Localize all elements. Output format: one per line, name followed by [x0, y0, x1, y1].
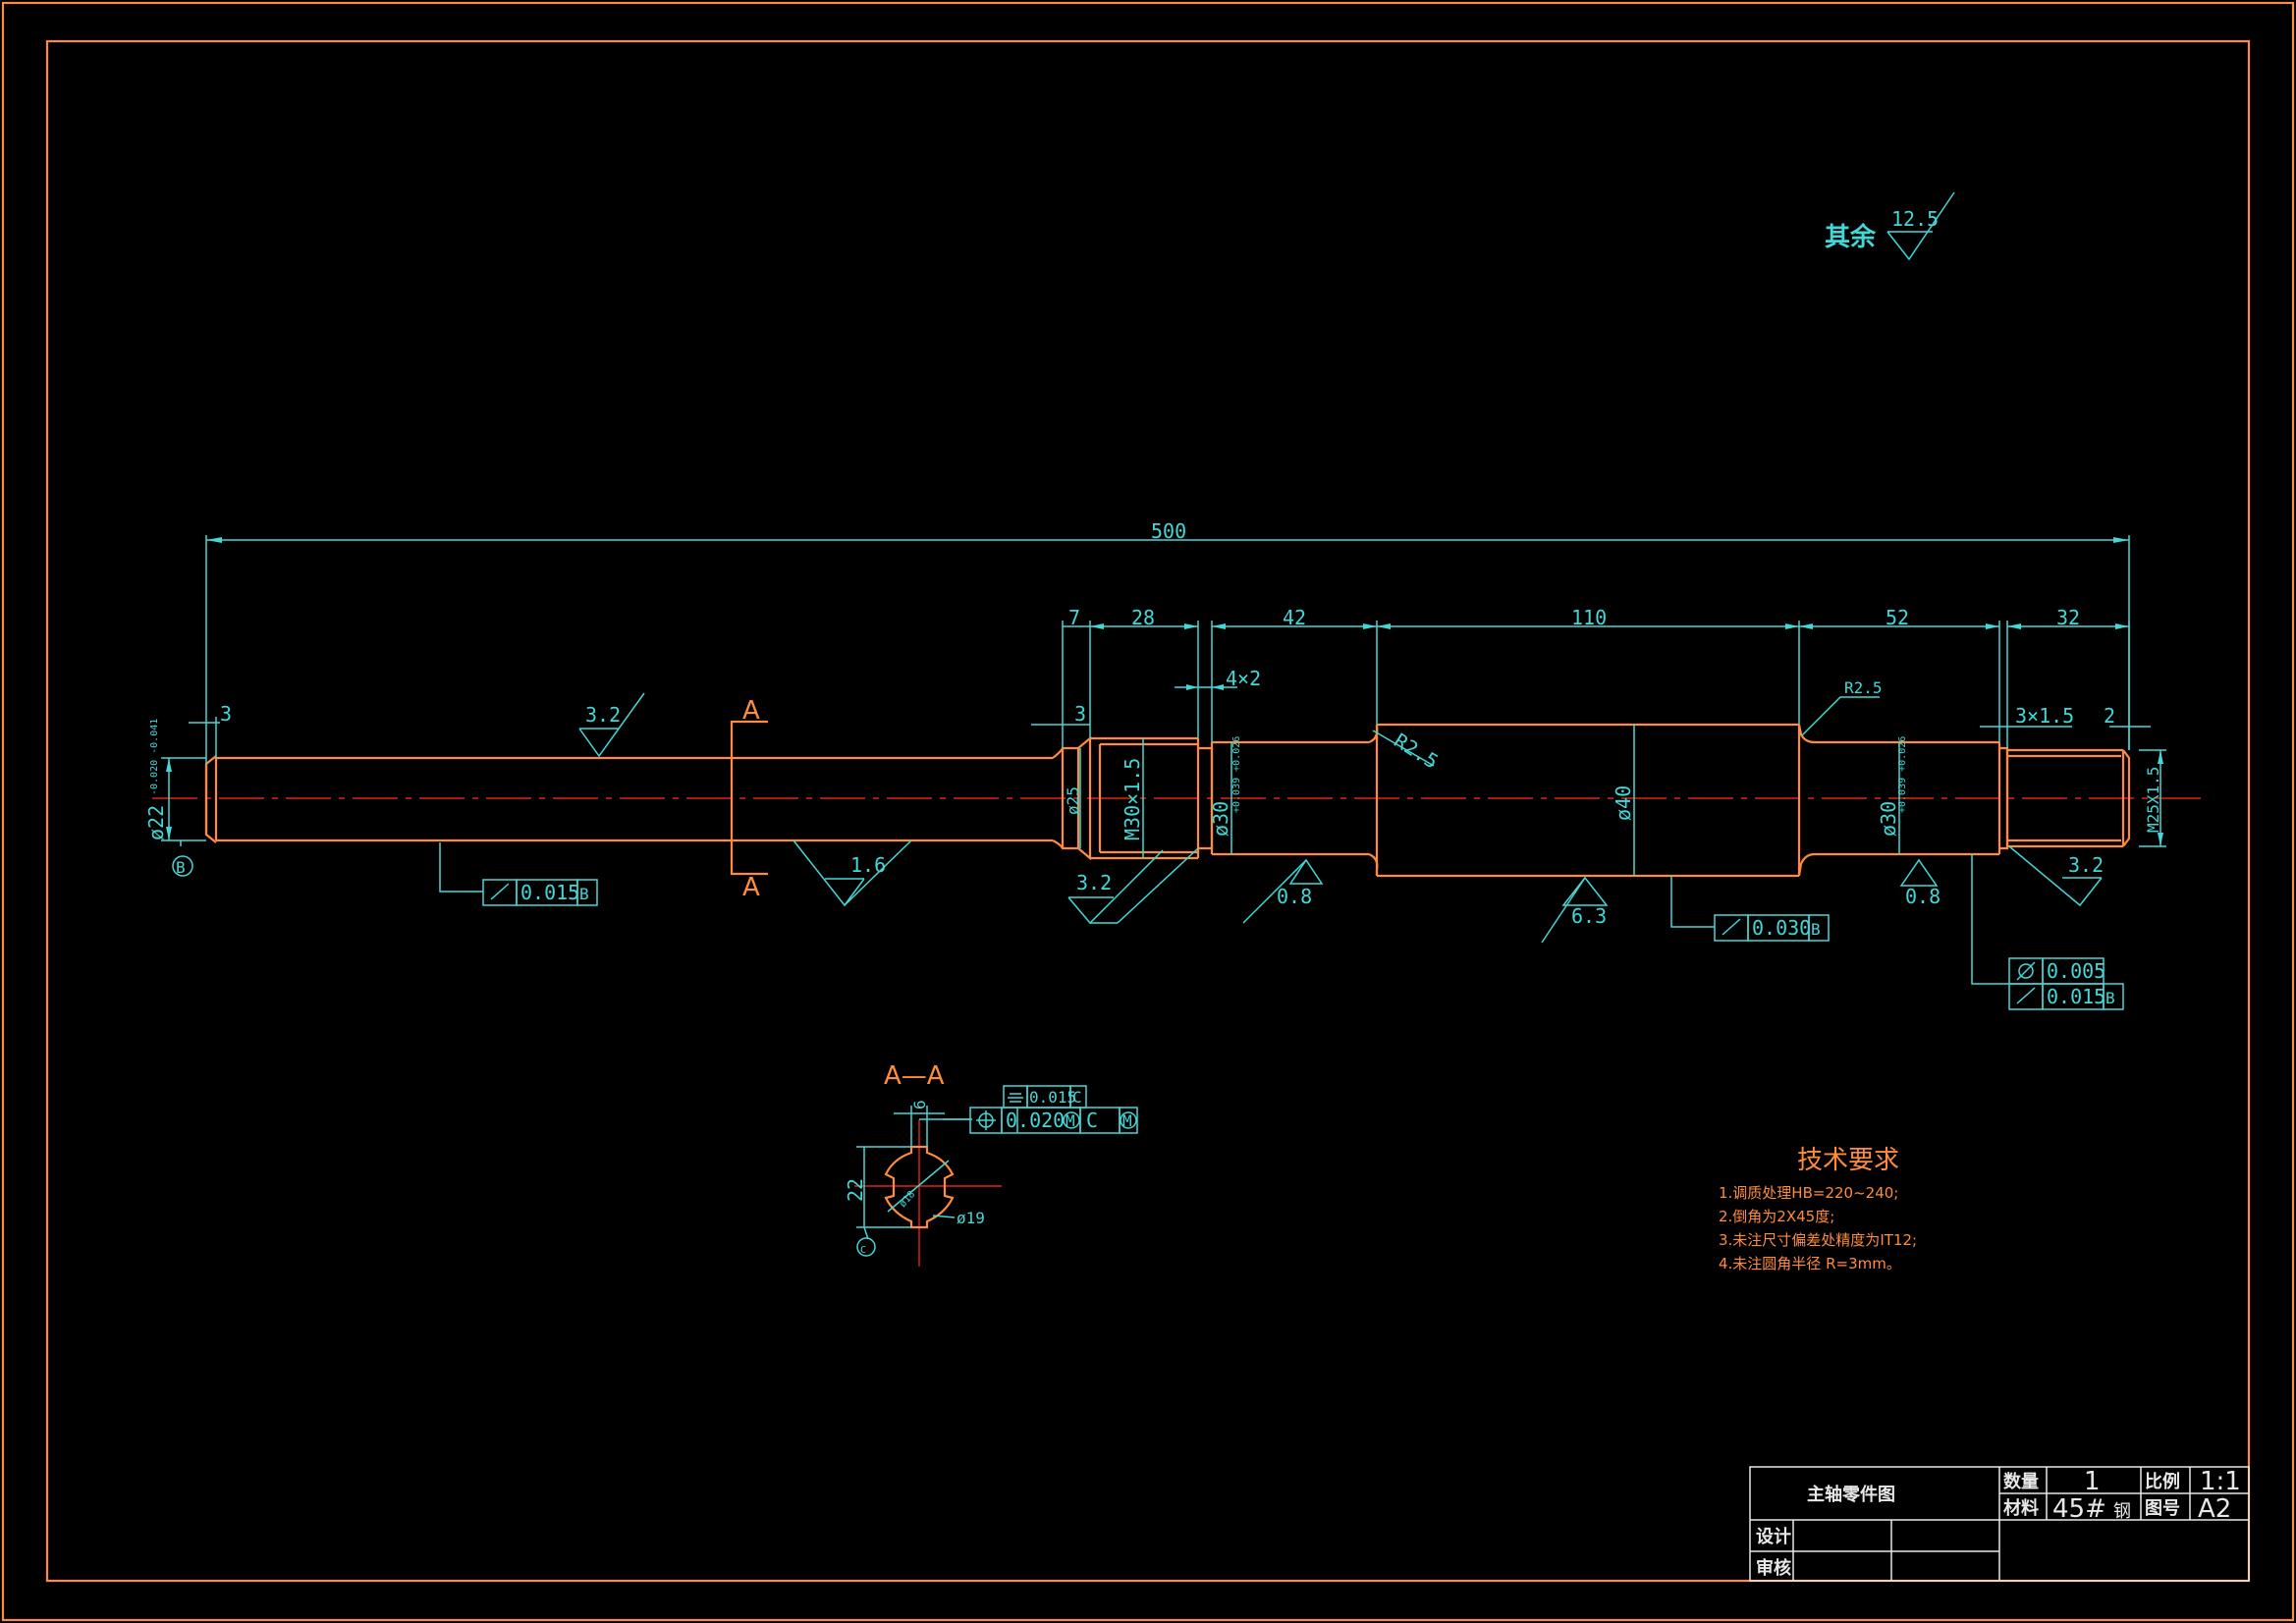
- datum-b-label: B: [176, 858, 186, 877]
- title-block: 主轴零件图 数量 1 比例 1:1 材料 45# 钢 图号 A2 设计 审核: [1749, 1466, 2250, 1582]
- dim-right-chamfer: 2: [2104, 704, 2115, 728]
- dimension-lines: 500 7 28 42 110 52 32 3: [144, 519, 2166, 877]
- general-roughness-mark: 其余 12.5: [1825, 191, 1955, 261]
- tb-drawing-no-label: 图号: [2145, 1498, 2180, 1519]
- tb-material-label: 材料: [2003, 1497, 2039, 1519]
- tol-symmetry-datum: C: [1072, 1088, 1082, 1107]
- tol-position-mod2: M: [1122, 1111, 1132, 1130]
- section-label-top: A: [742, 696, 760, 726]
- tol-runout-right-datum: B: [2105, 989, 2115, 1007]
- roughness-marks: 3.2 1.6 3.2 0.8 6.3 0.8 3.2: [578, 692, 2104, 944]
- dim-thread-m30: M30×1.5: [1121, 758, 1144, 840]
- general-roughness-label: 其余: [1825, 222, 1877, 252]
- dim-segment-28: 28: [1131, 606, 1155, 629]
- tol-runout-left-datum: B: [579, 885, 589, 903]
- section-inner-dia: ø18: [898, 1189, 917, 1210]
- dim-segment-110: 110: [1571, 606, 1607, 629]
- tol-runout-mid-datum: B: [1811, 920, 1821, 939]
- roughness-7: 3.2: [2068, 853, 2104, 877]
- tb-reviewer-label: 审核: [1756, 1557, 1791, 1579]
- tech-item-1: 1.调质处理HB=220~240;: [1719, 1184, 1898, 1202]
- dim-thread-m25: M25X1.5: [2144, 767, 2162, 833]
- section-height-dim: 22: [844, 1178, 867, 1202]
- datum-b-circle: [172, 855, 193, 877]
- dim-left-dia-tol: -0.020 -0.041: [149, 719, 160, 795]
- roughness-6: 0.8: [1905, 885, 1941, 908]
- dim-radius-r25-small: R2.5: [1844, 678, 1883, 697]
- tech-requirements: 技术要求 1.调质处理HB=220~240; 2.倒角为2X45度; 3.未注尺…: [1719, 1146, 1917, 1272]
- dim-dia-40: ø40: [1612, 785, 1635, 821]
- tb-designer-label: 设计: [1756, 1526, 1791, 1547]
- tol-runout-right-value: 0.015: [2047, 985, 2105, 1008]
- tb-qty-label: 数量: [2003, 1471, 2039, 1492]
- roughness-4: 0.8: [1277, 885, 1312, 908]
- dim-dia-25: ø25: [1064, 786, 1082, 815]
- roughness-5: 6.3: [1571, 904, 1607, 928]
- datum-c-label: C: [860, 1245, 866, 1256]
- tb-qty-value: 1: [2084, 1467, 2101, 1496]
- section-view-aa: A—A ø18 ø19 22 6 C 0.015 C: [844, 1061, 1138, 1267]
- dim-dia-30b-tol: +0.039 +0.026: [1897, 736, 1908, 813]
- dim-segment-3: 3: [1074, 702, 1086, 726]
- tb-part-name: 主轴零件图: [1807, 1484, 1895, 1505]
- tech-item-2: 2.倒角为2X45度;: [1719, 1208, 1834, 1225]
- dim-dia-30a-tol: +0.039 +0.026: [1231, 736, 1242, 813]
- dim-left-chamfer: 3: [220, 702, 232, 726]
- tb-material-suffix: 钢: [2113, 1501, 2131, 1522]
- dim-undercut-3x15: 3×1.5: [2015, 704, 2074, 728]
- tech-title: 技术要求: [1797, 1146, 1899, 1175]
- dim-dia-30b: ø30: [1877, 801, 1900, 837]
- inner-border: [45, 39, 2251, 1583]
- tb-drawing-no-value: A2: [2198, 1494, 2231, 1524]
- tol-runout-left-value: 0.015: [520, 881, 579, 904]
- dim-left-dia: ø22: [144, 805, 168, 840]
- tech-item-4: 4.未注圆角半径 R=3mm。: [1719, 1255, 1901, 1272]
- tol-runout-mid-value: 0.030: [1752, 916, 1811, 940]
- tb-material-value: 45#: [2052, 1494, 2106, 1524]
- tolerance-runout-mid: 0.030 B: [1670, 876, 1830, 942]
- dim-overall: 500: [1151, 519, 1186, 543]
- tb-scale-value: 1:1: [2200, 1467, 2241, 1496]
- dim-dia-30a: ø30: [1209, 801, 1232, 837]
- dim-segment-32: 32: [2056, 606, 2080, 629]
- tol-position-mod1: M: [1066, 1111, 1075, 1130]
- dim-segment-42: 42: [1283, 606, 1306, 629]
- tb-scale-label: 比例: [2145, 1471, 2180, 1492]
- tol-cyl-right-value: 0.005: [2047, 959, 2105, 983]
- tech-item-3: 3.未注尺寸偏差处精度为IT12;: [1719, 1231, 1917, 1249]
- section-outer-dia: ø19: [957, 1209, 985, 1227]
- tol-position-value: 0.020: [1006, 1109, 1065, 1132]
- shaft-outline: [204, 720, 2131, 878]
- roughness-1: 3.2: [585, 703, 621, 727]
- tol-symmetry-value: 0.015: [1029, 1088, 1076, 1107]
- roughness-2: 1.6: [850, 853, 886, 877]
- dim-segment-7: 7: [1068, 606, 1080, 629]
- section-width-dim: 6: [910, 1100, 929, 1109]
- roughness-3: 3.2: [1076, 871, 1112, 894]
- section-label-bottom: A: [742, 873, 760, 902]
- section-title: A—A: [884, 1061, 945, 1091]
- tolerance-runout-left: 0.015 B: [439, 842, 598, 906]
- dim-segment-52: 52: [1886, 606, 1909, 629]
- dim-radius-r25: R2.5: [1390, 729, 1443, 774]
- dim-undercut-4x2: 4×2: [1226, 667, 1261, 690]
- tolerance-right-stack: 0.005 0.015 B: [1971, 854, 2124, 1010]
- tol-position-datum: C: [1086, 1109, 1098, 1132]
